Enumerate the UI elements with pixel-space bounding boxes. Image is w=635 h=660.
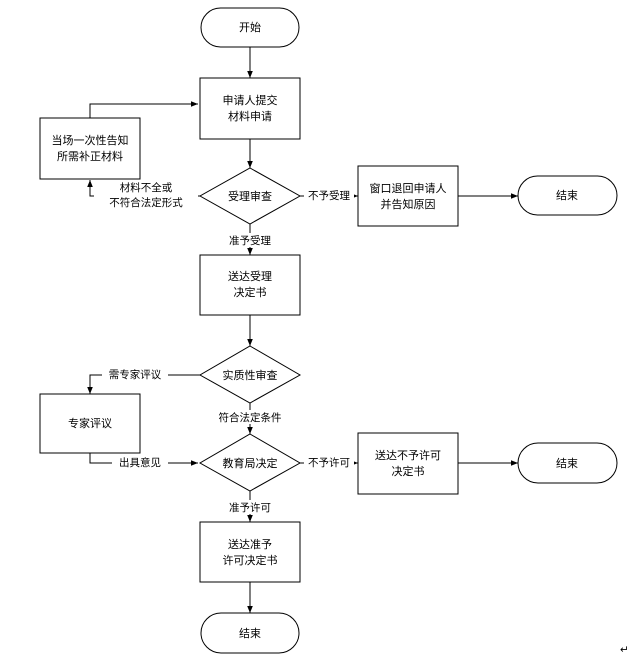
start-label: 开始 (239, 20, 261, 34)
expert-review-node: 专家评议 (39, 393, 141, 454)
deliver-reject-label-line2: 决定书 (392, 464, 425, 478)
edge-label-incomplete-line1: 材料不全或 (120, 181, 173, 194)
deliver-accept-node: 送达受理 决定书 (199, 254, 301, 316)
bureau-decision-label: 教育局决定 (223, 456, 278, 470)
accept-review-label: 受理审查 (228, 189, 272, 203)
deliver-permit-label-line2: 许可决定书 (223, 553, 278, 567)
deliver-accept-label-line2: 决定书 (234, 285, 267, 299)
start-node: 开始 (200, 7, 300, 48)
end-top-node: 结束 (517, 175, 618, 216)
deliver-permit-label-line1: 送达准予 (228, 537, 272, 551)
paragraph-mark-icon: ↵ (620, 644, 629, 656)
submit-label-line2: 材料申请 (228, 109, 272, 123)
edge-label-meets-conditions: 符合法定条件 (219, 411, 282, 424)
edge-label-accepted: 准予受理 (229, 235, 271, 247)
arrow-correct-to-submit (89, 101, 198, 118)
substantive-review-node: 实质性审查 (198, 345, 302, 404)
window-return-node: 窗口退回申请人 并告知原因 (357, 165, 459, 227)
correct-label-line1: 当场一次性告知 (52, 133, 129, 147)
end-mid-node: 结束 (517, 442, 618, 484)
edge-label-opinion: 出具意见 (119, 456, 161, 469)
deliver-reject-label-line1: 送达不予许可 (375, 448, 441, 462)
window-return-label-line1: 窗口退回申请人 (370, 181, 447, 195)
edge-label-permitted: 准予许可 (229, 501, 271, 514)
deliver-permit-node: 送达准予 许可决定书 (199, 521, 301, 583)
submit-label-line1: 申请人提交 (223, 93, 278, 107)
end-top-label: 结束 (556, 189, 578, 202)
deliver-reject-node: 送达不予许可 决定书 (357, 432, 459, 495)
substantive-review-label: 实质性审查 (223, 368, 278, 382)
deliver-accept-label-line1: 送达受理 (228, 269, 272, 283)
connectors (87, 47, 518, 613)
correct-label-line2: 所需补正材料 (57, 149, 123, 163)
bureau-decision-node: 教育局决定 (198, 433, 302, 492)
correct-node: 当场一次性告知 所需补正材料 (39, 117, 141, 180)
end-bottom-label: 结束 (239, 627, 261, 640)
edge-label-not-permitted: 不予许可 (308, 456, 350, 469)
end-bottom-node: 结束 (200, 612, 300, 654)
window-return-label-line2: 并告知原因 (381, 197, 436, 211)
edge-label-need-expert: 需专家评议 (109, 368, 162, 381)
edge-label-not-accepted: 不予受理 (308, 190, 350, 202)
expert-review-label: 专家评议 (68, 416, 112, 430)
accept-review-node: 受理审查 (198, 167, 302, 225)
submit-node: 申请人提交 材料申请 (199, 77, 301, 140)
end-mid-label: 结束 (556, 457, 578, 470)
edge-labels: 材料不全或 不符合法定形式 不予受理 准予受理 需专家评议 符合法定条件 出具意… (94, 180, 354, 514)
edge-label-incomplete-line2: 不符合法定形式 (109, 196, 183, 209)
